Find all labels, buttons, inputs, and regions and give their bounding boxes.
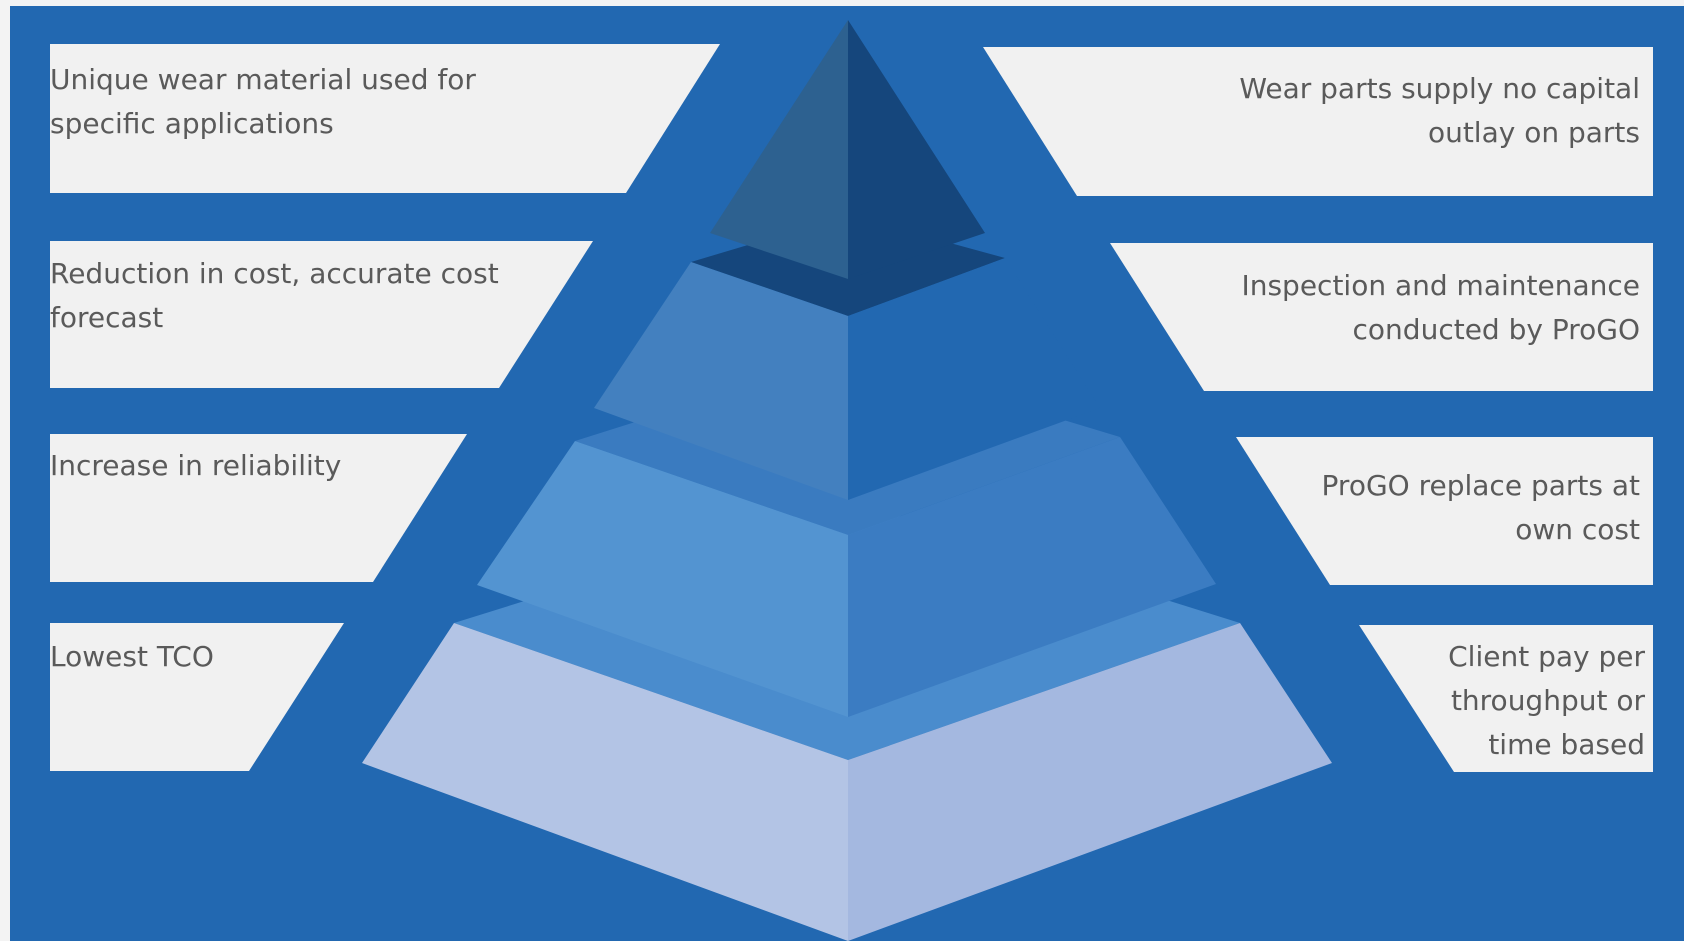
left-label-2: Reduction in cost, accurate cost forecas… xyxy=(50,257,499,334)
right-card-2 xyxy=(1110,243,1653,391)
pyramid-tier-2-right xyxy=(848,258,1100,500)
right-card-1 xyxy=(983,47,1653,196)
left-label-4: Lowest TCO xyxy=(50,640,214,673)
right-label-4: Client pay per throughput or time based xyxy=(1448,640,1645,761)
pyramid-tier-1-right xyxy=(848,20,985,279)
right-card-3 xyxy=(1236,437,1653,585)
left-card-3 xyxy=(50,434,467,582)
right-label-2: Inspection and maintenance conducted by … xyxy=(1241,269,1640,346)
pyramid-tier-3-left xyxy=(477,441,848,717)
left-label-3: Increase in reliability xyxy=(50,449,342,482)
pyramid-tier-3-right xyxy=(848,437,1216,717)
pyramid-tier-1-left xyxy=(710,20,848,279)
right-card-4 xyxy=(1359,625,1653,772)
pyramid-tier-4-left xyxy=(362,623,848,941)
pyramid-tier-4-right xyxy=(848,623,1332,941)
right-label-1: Wear parts supply no capital outlay on p… xyxy=(1239,72,1640,149)
pyramid-tier-2-left xyxy=(594,262,848,500)
left-card-2 xyxy=(50,241,593,388)
left-card-4 xyxy=(50,623,344,771)
left-label-1: Unique wear material used for specific a… xyxy=(50,63,476,140)
right-label-3: ProGO replace parts at own cost xyxy=(1321,469,1640,546)
left-card-1 xyxy=(50,44,720,193)
